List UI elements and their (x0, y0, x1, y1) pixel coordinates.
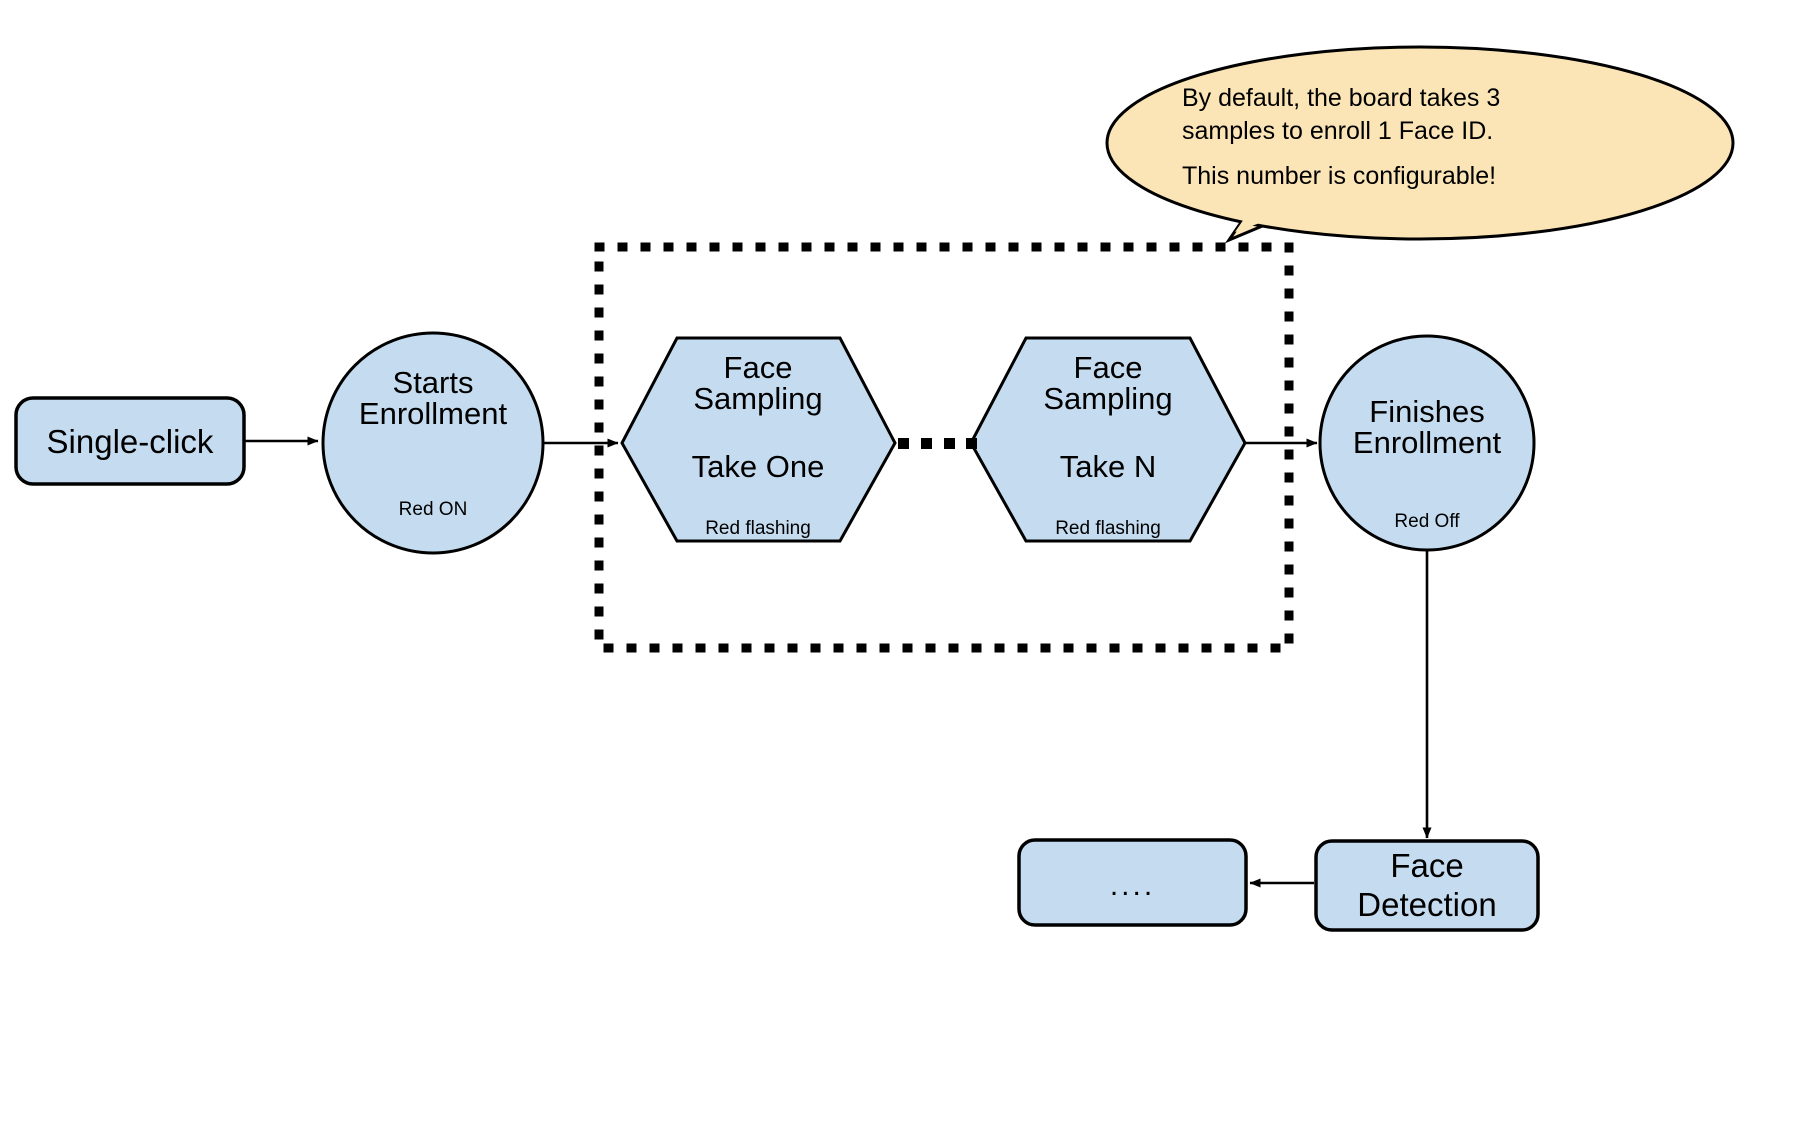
callout-tail-cover (1235, 184, 1318, 232)
finishes-enrollment-circle[interactable] (1318, 334, 1536, 552)
sampling-group-box (594, 242, 1294, 653)
single-click-box[interactable] (14, 396, 246, 486)
starts-enrollment-circle[interactable] (321, 331, 545, 555)
callout-bubble (1105, 45, 1735, 241)
face-detection-box[interactable] (1314, 839, 1540, 932)
ellipsis-between-hexagons (898, 438, 977, 449)
face-sampling-n-hexagon[interactable] (969, 336, 1247, 543)
more-steps-box[interactable] (1017, 838, 1248, 927)
face-sampling-one-hexagon[interactable] (620, 336, 897, 543)
